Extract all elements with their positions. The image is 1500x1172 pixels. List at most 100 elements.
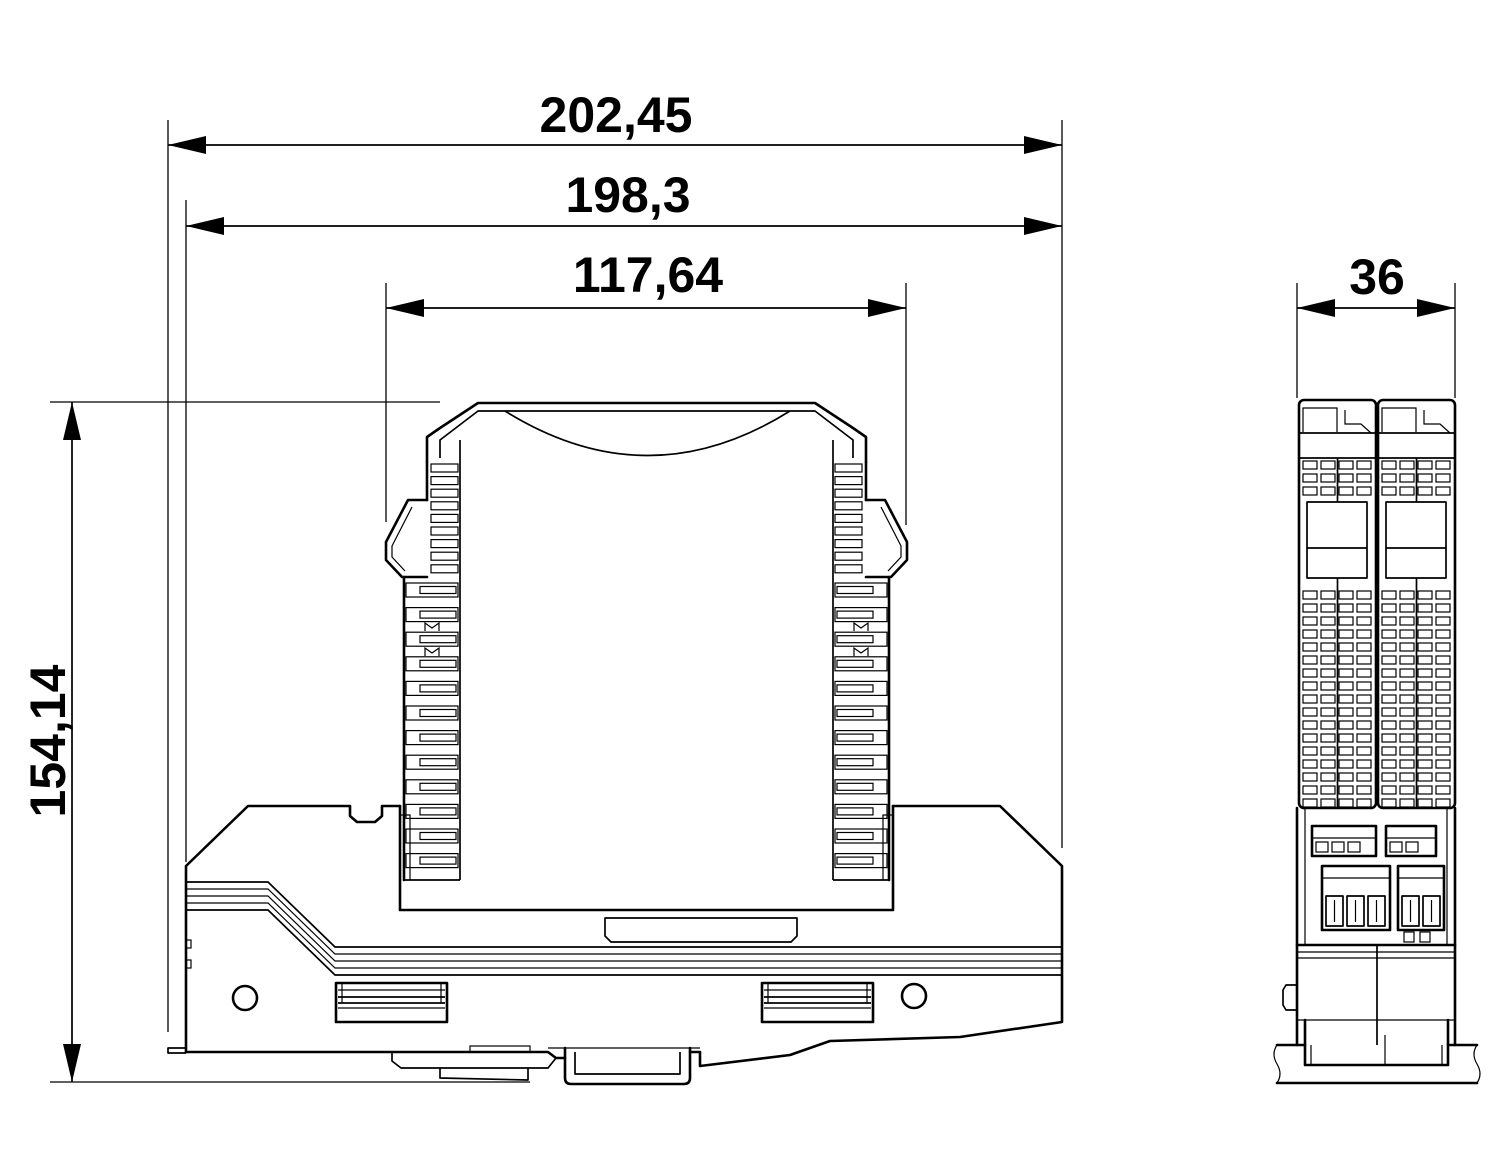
lower-comb-rib: [405, 828, 459, 844]
side-module-rib: [1338, 798, 1354, 808]
upper-comb-rib: [834, 488, 863, 498]
lower-comb-rib-slot: [836, 807, 874, 816]
side-module-rib: [1417, 603, 1433, 613]
side-module-rib: [1302, 642, 1318, 652]
side-module-rib: [1302, 590, 1318, 600]
latch-clip-edge: [880, 506, 902, 572]
terminal-comb-left: [384, 460, 460, 882]
din-rail-foot: [563, 1046, 692, 1086]
terminal-screw-cavity: [1367, 895, 1386, 927]
side-module-rib: [1399, 798, 1415, 808]
side-module-rib: [1320, 642, 1336, 652]
side-module-rib: [1381, 603, 1397, 613]
side-rail-foot-detail: [1310, 1035, 1443, 1065]
lower-comb-rib-slot: [836, 684, 874, 693]
side-module-cap: [1344, 410, 1372, 434]
side-module-rib: [1356, 616, 1372, 626]
terminal-screw-cavity: [1401, 895, 1420, 927]
side-module-rib: [1338, 681, 1354, 691]
side-module-rib: [1381, 759, 1397, 769]
connector-slot: [334, 981, 449, 1024]
side-module-rib: [1338, 629, 1354, 639]
side-module-rib: [1356, 707, 1372, 717]
din-rail-break-left: [1273, 1044, 1281, 1084]
terminal-opening: [1315, 841, 1329, 853]
lower-comb-rib: [405, 852, 459, 869]
dimension-label-overall-height: 154,14: [20, 664, 76, 817]
terminal-comb-right: [833, 460, 909, 882]
upper-comb-rib: [430, 463, 459, 473]
side-module-rib: [1356, 603, 1372, 613]
side-module-rib: [1320, 746, 1336, 756]
lower-comb-rib-slot: [836, 758, 874, 767]
side-module-rib: [1302, 655, 1318, 665]
side-module-rib: [1320, 460, 1336, 470]
lower-comb-rib-slot: [419, 856, 457, 865]
latch-clip: [864, 498, 909, 579]
side-module-rib: [1302, 798, 1318, 808]
side-module-window: [1385, 501, 1447, 579]
side-module-rib: [1302, 473, 1318, 483]
terminal-marker: [1419, 931, 1431, 943]
arrowhead-left: [386, 299, 424, 317]
side-module-cap: [1423, 410, 1451, 434]
side-terminal-frame: [1295, 806, 1457, 1047]
arrowhead-right: [1417, 299, 1455, 317]
side-module-rib: [1381, 746, 1397, 756]
terminal-opening: [1389, 841, 1403, 853]
side-module-rib: [1381, 785, 1397, 795]
side-module-rib: [1356, 629, 1372, 639]
upper-comb-rib: [834, 501, 863, 511]
side-module-rib: [1320, 616, 1336, 626]
side-module-rib: [1399, 772, 1415, 782]
side-module-rib: [1302, 460, 1318, 470]
side-module-rib: [1356, 746, 1372, 756]
lower-comb-rib: [834, 606, 888, 623]
side-module-rib: [1399, 486, 1415, 496]
base-pin: [167, 1047, 186, 1054]
side-module-rib: [1320, 694, 1336, 704]
lower-comb-rib: [405, 606, 459, 623]
dimension-module-width: 117,64: [385, 247, 907, 525]
side-module-rib: [1381, 616, 1397, 626]
housing-stripe: [186, 902, 1062, 969]
side-module-rib: [1417, 746, 1433, 756]
upper-comb-rib: [834, 463, 863, 473]
lower-comb-rib-slot: [836, 635, 874, 644]
lower-comb-rib-slot: [419, 610, 457, 619]
latch-clip: [384, 498, 429, 579]
side-module-rib: [1320, 707, 1336, 717]
side-module-rib: [1381, 720, 1397, 730]
side-module-rib: [1320, 798, 1336, 808]
side-module-rib: [1302, 668, 1318, 678]
side-module-rib: [1302, 785, 1318, 795]
lower-comb-rib-slot: [419, 733, 457, 742]
lower-comb-rib-slot: [419, 635, 457, 644]
side-module-rib: [1356, 681, 1372, 691]
side-module-rib: [1320, 486, 1336, 496]
side-module-rib: [1435, 746, 1451, 756]
dimension-overall-height: 154,14: [20, 401, 530, 1083]
side-module-rib: [1435, 616, 1451, 626]
side-module-rib: [1417, 798, 1433, 808]
side-module-rib: [1435, 642, 1451, 652]
dimension-side-width: 36: [1296, 249, 1456, 398]
upper-comb-rib: [430, 501, 459, 511]
side-module-rib: [1356, 733, 1372, 743]
lower-comb-rib: [405, 680, 459, 697]
base-outline-left: [184, 804, 402, 1054]
side-module-rib: [1356, 720, 1372, 730]
upper-comb-rib: [430, 564, 459, 574]
upper-comb-rib: [430, 476, 459, 486]
latch-clip-edge: [391, 506, 413, 572]
terminal-mark: [424, 621, 440, 631]
side-module-rib: [1320, 681, 1336, 691]
side-module-rib: [1356, 798, 1372, 808]
terminal-block-lower: [1320, 864, 1392, 932]
terminal-mark: [853, 646, 869, 656]
side-module-rib: [1399, 668, 1415, 678]
side-module-rib: [1435, 460, 1451, 470]
arrowhead-right: [1024, 136, 1062, 154]
upper-comb-rib: [834, 513, 863, 524]
front-view: [167, 401, 1064, 1086]
